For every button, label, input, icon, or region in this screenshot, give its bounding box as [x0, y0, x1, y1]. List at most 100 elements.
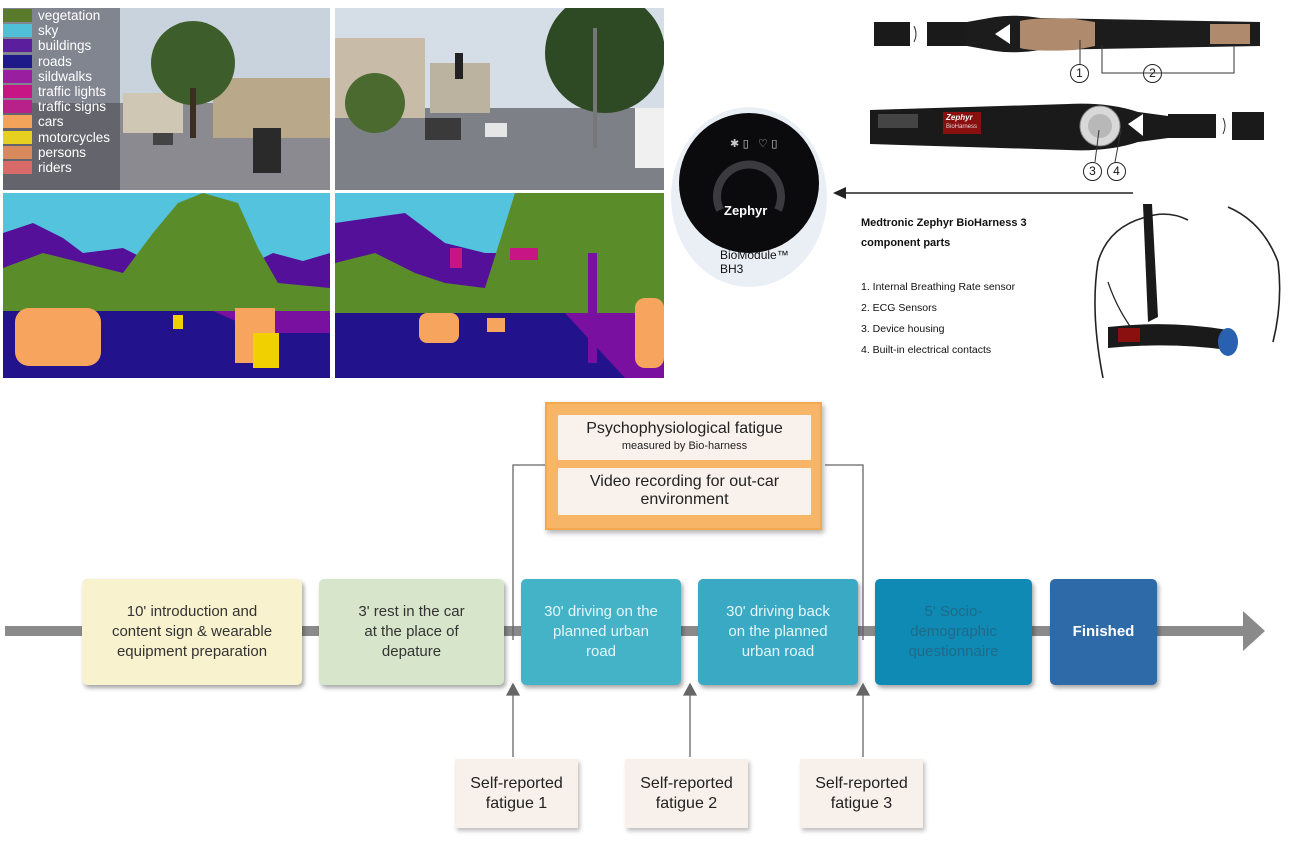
video-line-1: Video recording for out-car	[589, 473, 780, 490]
biomodule-brand: Zephyr	[724, 203, 768, 218]
step-line: urban road	[741, 643, 815, 660]
legend-item-roads: roads	[3, 54, 120, 69]
timeline-arrowhead	[1243, 611, 1265, 651]
monitor-title: Psychophysiological fatigue	[586, 420, 783, 437]
strap-brand-sub: BioHarness	[946, 124, 978, 130]
legend-item-buildings: buildings	[3, 38, 120, 53]
callout-lines-top	[1079, 40, 1235, 74]
legend-swatch	[3, 130, 32, 144]
segmentation-mask-right	[335, 193, 664, 378]
psychophysiological-box: Psychophysiological fatigue measured by …	[558, 415, 811, 460]
segmentation-panel: vegetation sky buildings roads sildwalks…	[3, 8, 664, 378]
step-line: at the place of	[364, 623, 459, 640]
step-line: 5' Socio-	[924, 603, 983, 620]
legend-item-riders: riders	[3, 160, 120, 175]
legend-label: traffic lights	[38, 84, 107, 100]
legend-swatch	[3, 100, 32, 114]
legend-swatch	[3, 54, 32, 68]
step-line: demographic	[910, 623, 997, 640]
legend-label: buildings	[38, 38, 92, 54]
step-line: equipment preparation	[116, 643, 268, 660]
step-line: depature	[381, 643, 442, 660]
callout-4: 4	[1107, 162, 1126, 181]
legend-label: riders	[38, 159, 72, 175]
torso-image	[1094, 204, 1281, 379]
step-line: content sign & wearable	[111, 623, 273, 640]
legend-label: vegetation	[38, 8, 101, 24]
step-line: 30' driving back	[726, 603, 830, 620]
legend-swatch	[3, 145, 32, 159]
video-recording-box: Video recording for out-car environment	[558, 468, 811, 515]
device-panel: ✱ ▯ ♡ ▯ Zephyr BioModule™ BH3 1 2	[665, 0, 1300, 380]
strap-front-photo	[870, 14, 1265, 54]
legend-swatch	[3, 39, 32, 53]
legend-swatch	[3, 24, 32, 38]
video-line-2: environment	[640, 491, 729, 508]
legend-swatch	[3, 160, 32, 174]
legend-label: sildwalks	[38, 68, 93, 84]
street-photo-right	[335, 8, 664, 190]
step-driving-back: 30' driving back on the planned urban road	[698, 579, 858, 685]
street-photo-left-image	[3, 8, 330, 190]
step-line: planned urban	[553, 623, 649, 640]
step-line: 30' driving on the	[544, 603, 658, 620]
step-line: road	[585, 643, 617, 660]
step-driving-out: 30' driving on the planned urban road	[521, 579, 681, 685]
street-photo-left	[3, 8, 330, 190]
device-item: 4. Built-in electrical contacts	[861, 344, 992, 356]
segmentation-mask-right-image	[335, 193, 664, 378]
device-item: 3. Device housing	[861, 323, 945, 335]
legend-item-sidewalks: sildwalks	[3, 69, 120, 84]
step-line: 10' introduction and	[126, 603, 258, 620]
biomodule-image: ✱ ▯ ♡ ▯	[671, 107, 827, 287]
self-report-line: Self-reported	[640, 774, 733, 792]
legend-item-persons: persons	[3, 145, 120, 160]
strap-back-photo: Zephyr BioHarness	[868, 102, 1268, 152]
monitoring-box: Psychophysiological fatigue measured by …	[545, 402, 822, 530]
monitor-subtitle: measured by Bio-harness	[621, 440, 748, 452]
step-line: Finished	[1072, 623, 1135, 640]
arrowhead	[855, 682, 871, 696]
self-report-line: Self-reported	[470, 774, 563, 792]
legend-item-traffic-lights: traffic lights	[3, 84, 120, 99]
legend-swatch	[3, 9, 32, 23]
legend-label: cars	[38, 114, 64, 130]
legend-label: motorcycles	[38, 129, 111, 145]
legend-item-motorcycles: motorcycles	[3, 130, 120, 145]
self-report-line: fatigue 2	[655, 794, 718, 812]
strap-front-image	[874, 15, 1260, 53]
legend-label: sky	[38, 23, 59, 39]
device-item: 1. Internal Breathing Rate sensor	[861, 281, 1016, 293]
self-report-2: Self-reported fatigue 2	[625, 759, 748, 828]
torso-illustration	[1088, 202, 1288, 379]
self-report-3: Self-reported fatigue 3	[800, 759, 923, 828]
legend-label: persons	[38, 144, 87, 160]
self-report-line: Self-reported	[815, 774, 908, 792]
strap-back-image	[870, 103, 1264, 151]
street-photo-right-image	[335, 8, 664, 190]
segmentation-mask-left	[3, 193, 330, 378]
device-title-line1: Medtronic Zephyr BioHarness 3	[861, 217, 1027, 229]
device-item: 2. ECG Sensors	[861, 302, 937, 314]
step-questionnaire: 5' Socio-demographic questionnaire	[875, 579, 1032, 685]
segmentation-legend: vegetation sky buildings roads sildwalks…	[3, 8, 120, 190]
self-report-line: fatigue 3	[830, 794, 893, 812]
step-line: questionnaire	[908, 643, 999, 660]
step-line: on the planned	[728, 623, 828, 640]
legend-item-cars: cars	[3, 114, 120, 129]
svg-text:♡ ▯: ♡ ▯	[758, 137, 777, 150]
legend-swatch	[3, 115, 32, 129]
callout-1: 1	[1070, 64, 1089, 83]
legend-item-traffic-signs: traffic signs	[3, 99, 120, 114]
biomodule-label: BioModule™	[720, 248, 789, 262]
step-line: 3' rest in the car	[358, 603, 465, 620]
biomodule-photo: ✱ ▯ ♡ ▯ Zephyr BioModule™ BH3	[670, 105, 828, 290]
legend-swatch	[3, 85, 32, 99]
strap-brand: Zephyr	[946, 113, 973, 122]
segmentation-mask-left-image	[3, 193, 330, 378]
step-introduction: 10' introduction and content sign & weara…	[82, 579, 302, 685]
legend-label: traffic signs	[38, 99, 107, 115]
callout-lines-bottom	[1094, 129, 1122, 163]
legend-label: roads	[38, 53, 72, 69]
